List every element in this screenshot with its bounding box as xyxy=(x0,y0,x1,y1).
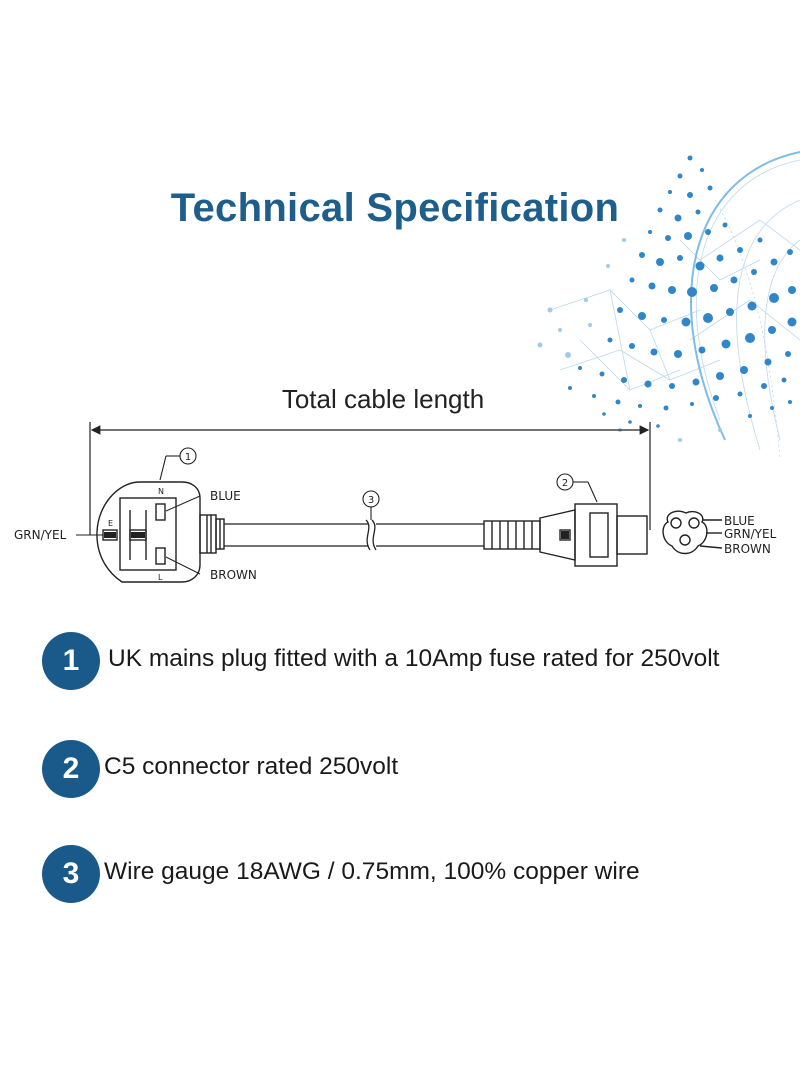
pin-letter-n: N xyxy=(158,487,164,496)
uk-plug-drawing xyxy=(96,481,225,583)
page-title: Technical Specification xyxy=(170,186,620,230)
spec-number-badge: 2 xyxy=(42,740,100,798)
length-dimension-line xyxy=(89,422,651,535)
spec-item-1: 1 UK mains plug fitted with a 10Amp fuse… xyxy=(42,632,792,692)
plug-label-grn-yel: GRN/YEL xyxy=(14,528,67,542)
callout-2-label: 2 xyxy=(562,478,568,489)
callout-3-label: 3 xyxy=(368,495,374,506)
callout-1-label: 1 xyxy=(185,452,191,463)
spec-number-badge: 1 xyxy=(42,632,100,690)
total-length-label: Total cable length xyxy=(282,384,484,414)
spec-text: UK mains plug fitted with a 10Amp fuse r… xyxy=(108,645,720,672)
connector-label-brown: BROWN xyxy=(724,542,771,556)
plug-label-brown: BROWN xyxy=(210,568,257,582)
globe-network-graphic xyxy=(537,151,800,461)
connector-label-blue: BLUE xyxy=(724,514,755,528)
spec-item-2: 2 C5 connector rated 250volt xyxy=(42,740,792,800)
spec-text: Wire gauge 18AWG / 0.75mm, 100% copper w… xyxy=(104,858,640,885)
pin-letter-e: E xyxy=(108,519,113,528)
cable-diagram: Total cable length xyxy=(14,384,777,583)
pin-letter-l: L xyxy=(158,573,163,582)
spec-text: C5 connector rated 250volt xyxy=(104,753,399,780)
spec-item-3: 3 Wire gauge 18AWG / 0.75mm, 100% copper… xyxy=(42,845,792,905)
cable-drawing xyxy=(224,519,484,551)
c5-face-drawing xyxy=(662,510,723,555)
connector-label-grn-yel: GRN/YEL xyxy=(724,527,777,541)
spec-number-badge: 3 xyxy=(42,845,100,903)
c5-connector-drawing xyxy=(483,503,648,567)
plug-label-blue: BLUE xyxy=(210,489,241,503)
